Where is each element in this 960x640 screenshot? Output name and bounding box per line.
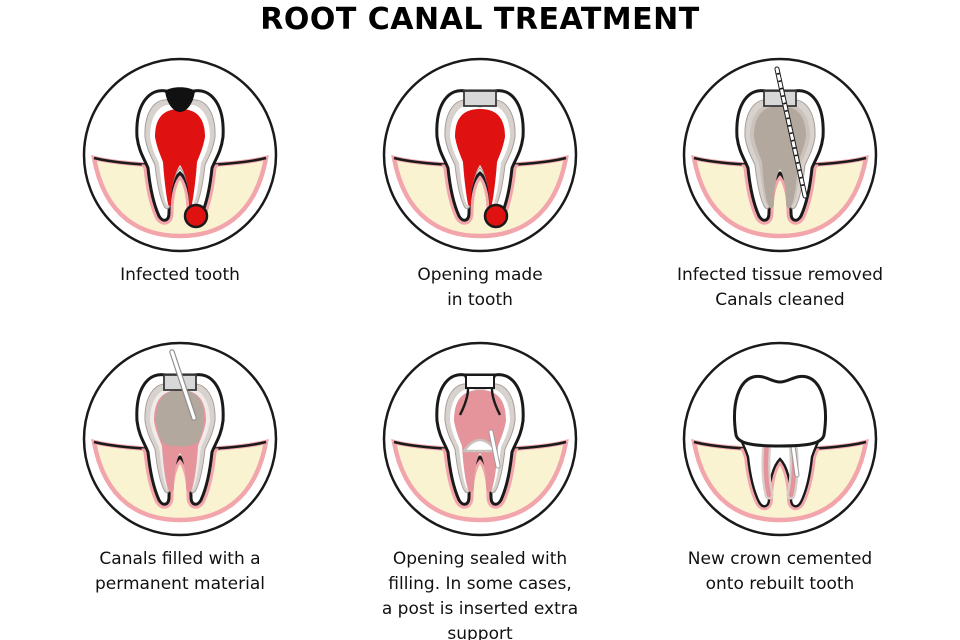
stage-caption: Canals filled with a permanent material	[95, 549, 265, 594]
opened-tooth-illustration	[382, 57, 578, 253]
new-crown-cap	[733, 374, 827, 448]
abscess-icon	[183, 203, 209, 229]
stage-panel-canals-filled: Canals filled with a permanent material	[30, 339, 330, 640]
stage-panel-opening-sealed: Opening sealed with filling. In some cas…	[330, 339, 630, 640]
crowned-tooth-illustration	[682, 341, 878, 537]
stage-caption: Infected tissue removed Canals cleaned	[677, 265, 883, 310]
sealing-filling	[465, 374, 495, 389]
infected-tooth-illustration	[82, 57, 278, 253]
stage-panel-infected-tooth: Infected tooth	[30, 55, 330, 323]
stage-caption: Opening made in tooth	[417, 265, 543, 310]
filled-canals-illustration	[82, 341, 278, 537]
stage-caption: New crown cemented onto rebuilt tooth	[687, 549, 873, 594]
pulp-chamber	[156, 390, 204, 447]
stage-panel-tissue-removed: Infected tissue removed Canals cleaned	[630, 55, 930, 323]
plugger-tool-icon	[169, 349, 197, 421]
stage-caption: Infected tooth	[120, 265, 240, 285]
stage-panel-new-crown: New crown cemented onto rebuilt tooth	[630, 339, 930, 640]
sealed-tooth-illustration	[382, 341, 578, 537]
post-icon	[488, 429, 501, 469]
access-opening	[463, 90, 497, 107]
cavity-decay-icon	[165, 87, 195, 112]
canal-file-illustration	[682, 57, 878, 253]
page-title: ROOT CANAL TREATMENT	[260, 2, 700, 37]
abscess-icon	[483, 203, 509, 229]
endodontic-file-icon	[774, 66, 808, 199]
stage-caption: Opening sealed with filling. In some cas…	[381, 549, 579, 640]
stage-panel-opening-made: Opening made in tooth	[330, 55, 630, 323]
stage-grid: Infected tooth Opening made in tooth	[0, 55, 960, 640]
